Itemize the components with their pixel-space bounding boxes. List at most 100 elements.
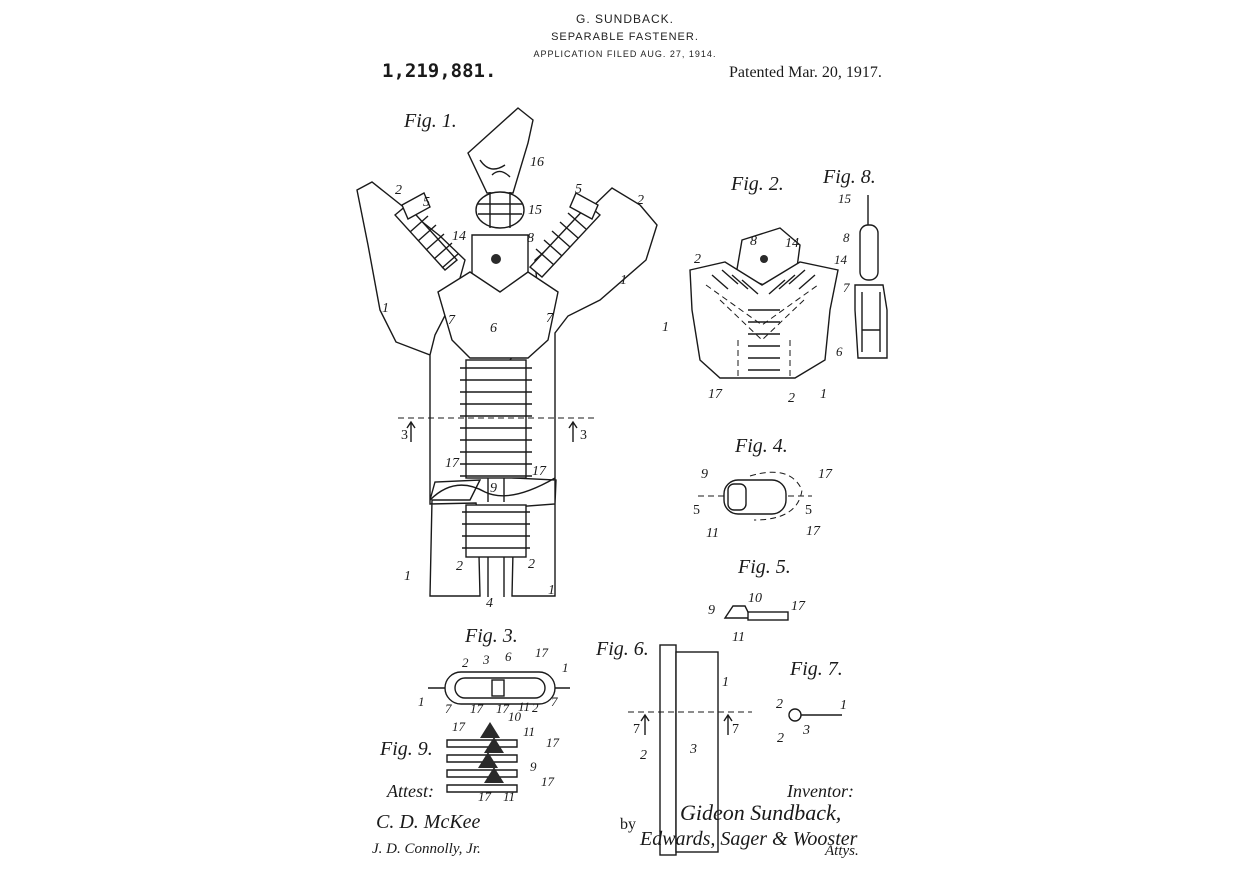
application-filed: APPLICATION FILED AUG. 27, 1914. [533,49,717,59]
fig8-slider-body [854,284,888,359]
fig4-ref-11: 11 [706,526,719,541]
fig2-chain [748,309,780,371]
fig9-ref-10: 10 [508,709,522,724]
fig3-ref-3: 3 [482,652,490,667]
fig1-ref-5-right: 5 [575,182,582,197]
fig9-ref-17-bottom: 17 [478,789,492,804]
fig2-ref-1-right: 1 [820,387,827,402]
fig-2-label: Fig. 2. [730,173,784,195]
fig7-ref-2-top: 2 [776,697,783,712]
witness-signature-2: J. D. Connolly, Jr. [372,841,481,857]
slider-body [437,271,559,359]
section-arrows-3 [406,420,578,442]
fig8-ref-6: 6 [836,344,843,359]
fig8-channels [861,292,881,352]
fig8-ref-15: 15 [838,191,852,206]
fig3-ref-17-bottom-left: 17 [470,701,484,716]
fig2-ref-8: 8 [750,234,757,249]
fig1-ref-1-upper-right: 1 [620,273,627,288]
fig2-ref-14: 14 [785,236,799,251]
attest-label: Attest: [386,781,434,801]
fig4-ref-9: 9 [701,467,708,482]
fig6-ref-2: 2 [640,748,647,763]
fig1-ref-8: 8 [527,231,534,246]
fig6-ref-7-right: 7 [732,722,739,737]
figure-5-drawing: Fig. 5. 9 10 17 11 [708,556,806,645]
fig-3-label: Fig. 3. [464,625,518,647]
fig4-ref-5-right: 5 [805,503,812,518]
fig3-ref-11: 11 [518,699,530,714]
figure-4-drawing: Fig. 4. 9 17 5 5 11 17 [693,435,833,541]
fig3-ref-7-right: 7 [551,694,558,709]
fig6-ref-7-left: 7 [633,722,640,737]
fig-4-label: Fig. 4. [734,435,788,457]
fig7-ref-3: 3 [802,723,810,738]
patented-date: Patented Mar. 20, 1917. [729,64,882,81]
fig3-tooth-section [491,679,505,697]
fig2-ref-2-bottom: 2 [788,391,795,406]
fig5-ref-11: 11 [732,630,745,645]
fig9-tooth-heads [478,722,504,783]
fig4-ref-17-top: 17 [818,467,833,482]
fig5-head [723,605,753,619]
fig-9-label: Fig. 9. [379,738,433,760]
fig3-ref-17-top: 17 [535,645,549,660]
fig8-ref-7: 7 [843,280,850,295]
fig1-ref-3-right: 3 [580,428,587,443]
fig1-ref-4: 4 [486,596,493,611]
figure-1-drawing: Fig. 1. [356,107,658,611]
fig2-rivet [760,255,768,263]
fig3-ref-1-left: 1 [418,694,425,709]
fig1-ref-14: 14 [452,229,466,244]
fig9-ref-11-bottom: 11 [503,789,515,804]
break-line [429,477,556,501]
pull-tab [467,107,534,194]
figure-7-drawing: Fig. 7. 2 1 2 3 [776,658,847,746]
fig7-ref-2-bottom: 2 [777,731,784,746]
fig6-ref-1: 1 [722,675,729,690]
fig7-bead-section [788,708,802,722]
fig9-ref-17-right-bottom: 17 [541,774,555,789]
fig3-ref-7-left: 7 [445,701,452,716]
fig3-ref-6: 6 [505,649,512,664]
patent-number: 1,219,881. [382,60,497,82]
attorneys-signature: Edwards, Sager & Wooster [639,828,858,850]
fig-1-label: Fig. 1. [403,110,457,132]
pull-ring [475,191,525,229]
figure-3-drawing: Fig. 3. 2 3 6 17 1 1 7 17 17 11 2 7 [418,625,570,716]
fig9-ref-17-right-top: 17 [546,735,560,750]
fig3-ref-2-bottom: 2 [532,700,539,715]
fig2-ref-2-top: 2 [694,252,701,267]
inventor-label: Inventor: [786,781,854,801]
fig1-ref-9: 9 [490,481,497,496]
witness-signature-1: C. D. McKee [376,811,481,833]
fig1-ref-7-right: 7 [546,311,554,326]
fig1-ref-17-left: 17 [445,456,460,471]
fig4-ref-17-bottom: 17 [806,524,821,539]
slider-rivet [491,254,501,264]
fig6-section-arrows [640,713,733,735]
figure-6-drawing: Fig. 6. 1 7 7 2 3 [595,638,752,856]
fig3-ref-2: 2 [462,655,469,670]
fig-8-label: Fig. 8. [822,166,876,188]
fig1-ref-15: 15 [528,203,542,218]
fig-7-label: Fig. 7. [789,658,843,680]
fabric-tape-right [509,187,658,597]
pull-tab-shading [479,159,511,178]
interlocked-chain [460,359,532,597]
fig3-ref-17-bottom-mid: 17 [496,701,510,716]
fig9-stacked-teeth [446,739,518,793]
end-clamp-left [401,192,431,220]
fig5-ref-10: 10 [748,591,762,606]
fig4-ref-5-left: 5 [693,503,700,518]
fabric-tape-left [356,181,482,597]
by-label: by [620,816,636,833]
fig2-tape-body [689,261,839,379]
fig5-ref-17: 17 [791,599,806,614]
fig4-head [727,483,747,511]
fig5-ref-9: 9 [708,603,715,618]
fig9-ref-9: 9 [530,759,537,774]
signature-block: Attest: C. D. McKee J. D. Connolly, Jr. … [372,781,859,859]
end-clamp-right [569,192,599,220]
fig1-ref-5-left: 5 [423,195,430,210]
